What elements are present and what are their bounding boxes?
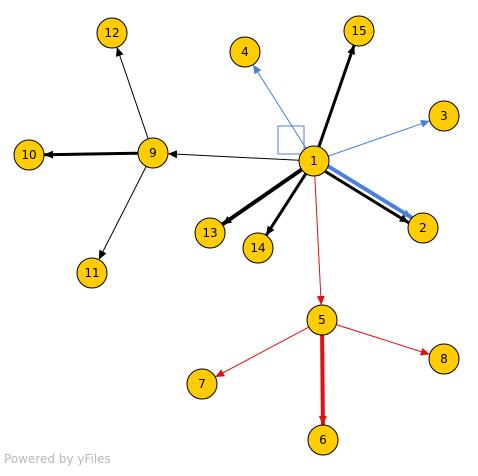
node-label: 15 — [351, 24, 366, 38]
node-12[interactable]: 12 — [96, 17, 128, 49]
node-label: 6 — [319, 433, 327, 447]
node-1[interactable]: 1 — [298, 145, 330, 177]
node-circle — [194, 217, 226, 249]
node-label: 3 — [440, 109, 448, 123]
edge-1-3[interactable] — [327, 120, 430, 157]
node-circle — [428, 100, 460, 132]
edge-1-14[interactable] — [265, 172, 308, 236]
node-circle — [76, 257, 108, 289]
node-label: 7 — [198, 377, 206, 391]
node-label: 4 — [241, 45, 249, 59]
node-circle — [137, 137, 169, 169]
node-11[interactable]: 11 — [76, 257, 108, 289]
node-14[interactable]: 14 — [242, 232, 274, 264]
selection-box[interactable] — [277, 125, 305, 155]
node-6[interactable]: 6 — [307, 424, 339, 456]
edge-5-6[interactable] — [318, 333, 327, 426]
node-13[interactable]: 13 — [194, 217, 226, 249]
node-label: 5 — [318, 313, 326, 327]
node-circle — [229, 36, 261, 68]
node-label: 8 — [440, 352, 448, 366]
edge-1-2[interactable] — [323, 169, 410, 224]
node-label: 11 — [84, 266, 99, 280]
edge-1-13[interactable] — [221, 167, 304, 226]
node-circle — [96, 17, 128, 49]
node-9[interactable]: 9 — [137, 137, 169, 169]
powered-by-watermark: Powered by yFiles — [4, 452, 111, 466]
edge-1-9[interactable] — [168, 150, 300, 161]
edge-1-2[interactable] — [326, 164, 413, 220]
edge-1-5[interactable] — [314, 175, 325, 305]
node-label: 1 — [310, 154, 318, 168]
node-circle — [242, 232, 274, 264]
node-circle — [298, 145, 330, 177]
edge-5-7[interactable] — [215, 326, 310, 377]
node-circle — [306, 304, 338, 336]
node-4[interactable]: 4 — [229, 36, 261, 68]
node-15[interactable]: 15 — [343, 15, 375, 47]
edge-1-15[interactable] — [317, 44, 356, 149]
edge-9-12[interactable] — [116, 47, 149, 140]
edge-9-11[interactable] — [98, 165, 147, 260]
node-3[interactable]: 3 — [428, 100, 460, 132]
node-label: 9 — [149, 146, 157, 160]
node-label: 12 — [104, 26, 119, 40]
node-label: 10 — [21, 148, 36, 162]
node-circle — [186, 368, 218, 400]
edge-5-8[interactable] — [335, 324, 430, 356]
node-circle — [13, 139, 45, 171]
edge-9-10[interactable] — [43, 150, 140, 159]
node-5[interactable]: 5 — [306, 304, 338, 336]
node-8[interactable]: 8 — [428, 343, 460, 375]
edges-layer — [43, 44, 430, 426]
node-circle — [407, 212, 439, 244]
node-label: 2 — [419, 221, 427, 235]
node-7[interactable]: 7 — [186, 368, 218, 400]
node-2[interactable]: 2 — [407, 212, 439, 244]
node-circle — [343, 15, 375, 47]
edge-1-4[interactable] — [253, 64, 307, 149]
node-10[interactable]: 10 — [13, 139, 45, 171]
node-circle — [307, 424, 339, 456]
node-circle — [428, 343, 460, 375]
node-label: 14 — [250, 241, 265, 255]
node-label: 13 — [202, 226, 217, 240]
